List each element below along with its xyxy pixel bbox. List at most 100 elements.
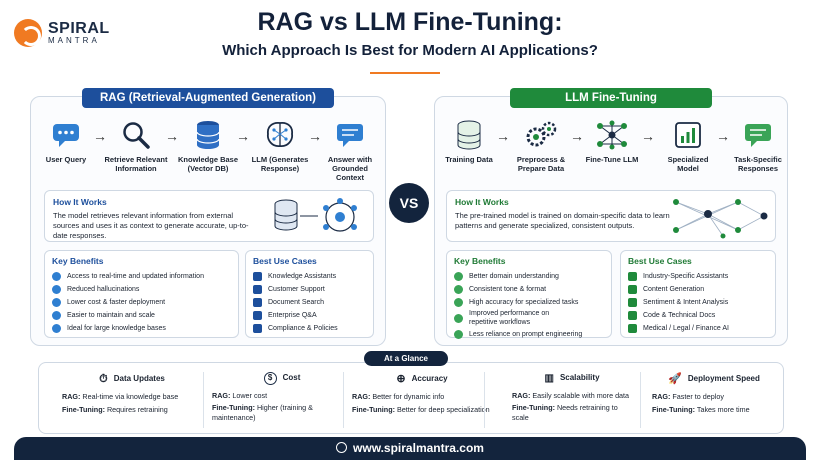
rag-step-label: Retrieve Relevant Information [104,155,168,173]
document-icon [628,272,637,281]
rag-how-it-works: How It Works The model retrieves relevan… [44,190,374,242]
section-heading: Key Benefits [52,256,104,266]
title-divider [370,72,440,74]
list-item: Less reliance on prompt engineering [454,328,604,341]
website-link[interactable]: www.spiralmantra.com [353,441,484,455]
list-item: Improved performance on repetitive workf… [454,309,604,328]
glance-deployment-speed: 🚀Deployment Speed RAG: Faster to deploy … [652,373,760,414]
rag-step-retrieve: Retrieve Relevant Information [104,120,168,173]
ft-step-fine-tune: Fine-Tune LLM [580,120,644,164]
ft-how-text: The pre-trained model is trained on doma… [455,211,670,231]
document-icon [628,298,637,307]
rag-step-label: User Query [45,155,87,164]
list-item: Lower cost & faster deployment [52,296,231,309]
check-icon [52,298,61,307]
list-item: Industry-Specific Assistants [628,270,768,283]
ft-step-label: Task-Specific Responses [734,155,782,173]
ft-best-use-cases: Best Use Cases Industry-Specific Assista… [620,250,776,338]
document-icon [253,285,262,294]
rag-step-answer: Answer with Grounded Context [318,120,382,182]
document-icon [253,272,262,281]
flow-arrow-icon: → [165,128,179,144]
rag-best-use-cases: Best Use Cases Knowledge Assistants Cust… [245,250,374,338]
database-icon [196,121,220,149]
bar-chart-icon: ▥ [544,373,554,384]
list-item: Customer Support [253,283,366,296]
check-icon [454,298,463,307]
glance-divider [484,372,485,428]
rag-key-benefits: Key Benefits Access to real-time and upd… [44,250,239,338]
list-item: Reduced hallucinations [52,283,231,296]
check-icon [454,272,463,281]
check-icon [52,311,61,320]
section-heading: Best Use Cases [253,256,317,266]
ft-step-label: Fine-Tune LLM [585,155,639,164]
glance-accuracy: ⊕Accuracy RAG: Better for dynamic info F… [352,373,490,414]
document-icon [253,311,262,320]
page-title: RAG vs LLM Fine-Tuning: [257,8,563,36]
brain-icon [267,121,293,147]
brand-logo: SPIRAL MANTRA [14,18,144,48]
rag-step-label: Answer with Grounded Context [327,155,373,182]
database-icon [457,120,481,150]
ft-step-task-specific: Task-Specific Responses [726,120,790,173]
list-item: Enterprise Q&A [253,309,366,322]
dollar-icon: $ [263,372,277,385]
list-item: Document Search [253,296,366,309]
glance-scalability: ▥Scalability RAG: Easily scalable with m… [512,373,630,422]
document-icon [628,324,637,333]
gears-icon [526,121,557,147]
check-icon [52,285,61,294]
ft-panel-title: LLM Fine-Tuning [510,88,712,108]
glance-divider [203,372,204,428]
document-icon [628,285,637,294]
glance-cost: $Cost RAG: Lower cost Fine-Tuning: Highe… [212,372,313,422]
clock-icon: ⏱ [99,373,108,385]
brand-name: SPIRAL [48,20,110,37]
section-heading: How It Works [455,197,509,207]
flow-arrow-icon: → [308,128,322,144]
glance-data-updates: ⏱Data Updates RAG: Real-time via knowled… [62,373,179,414]
rocket-icon: 🚀 [668,373,682,385]
ft-key-benefits: Key Benefits Better domain understanding… [446,250,612,341]
list-item: High accuracy for specialized tasks [454,296,604,309]
list-item: Content Generation [628,283,768,296]
globe-icon [336,442,348,453]
network-icon [597,120,627,150]
vs-badge: VS [389,183,429,223]
check-icon [52,272,61,281]
check-icon [52,324,61,333]
rag-step-user-query: User Query [34,120,98,164]
list-item: Better domain understanding [454,270,604,283]
neural-network-icon [673,199,768,239]
check-icon [454,330,463,339]
footer-bar: www.spiralmantra.com [14,437,806,460]
section-heading: Best Use Cases [628,256,692,266]
ft-step-label: Specialized Model [667,155,709,173]
spiral-logo-icon [14,19,42,47]
message-icon [337,124,363,147]
list-item: Knowledge Assistants [253,270,366,283]
section-heading: How It Works [53,197,107,207]
rag-panel-title: RAG (Retrieval-Augmented Generation) [82,88,334,108]
list-item: Access to real-time and updated informat… [52,270,231,283]
rag-step-label: Knowledge Base (Vector DB) [177,155,238,173]
flow-arrow-icon: → [236,128,250,144]
chat-bubble-icon [53,124,79,147]
target-icon: ⊕ [396,373,406,385]
magnifier-icon [123,122,150,149]
message-icon [745,124,771,147]
flow-arrow-icon: → [496,128,510,144]
document-icon [628,311,637,320]
rag-step-label: LLM (Generates Response) [251,155,309,173]
ft-step-label: Preprocess & Prepare Data [516,155,566,173]
ft-step-preprocess: Preprocess & Prepare Data [509,120,573,173]
glance-divider [640,372,641,428]
rag-how-text: The model retrieves relevant information… [53,211,249,241]
check-icon [454,285,463,294]
document-icon [253,298,262,307]
list-item: Medical / Legal / Finance AI [628,322,768,335]
flow-arrow-icon: → [641,128,655,144]
at-a-glance-title: At a Glance [364,351,448,366]
brand-tagline: MANTRA [48,36,100,45]
